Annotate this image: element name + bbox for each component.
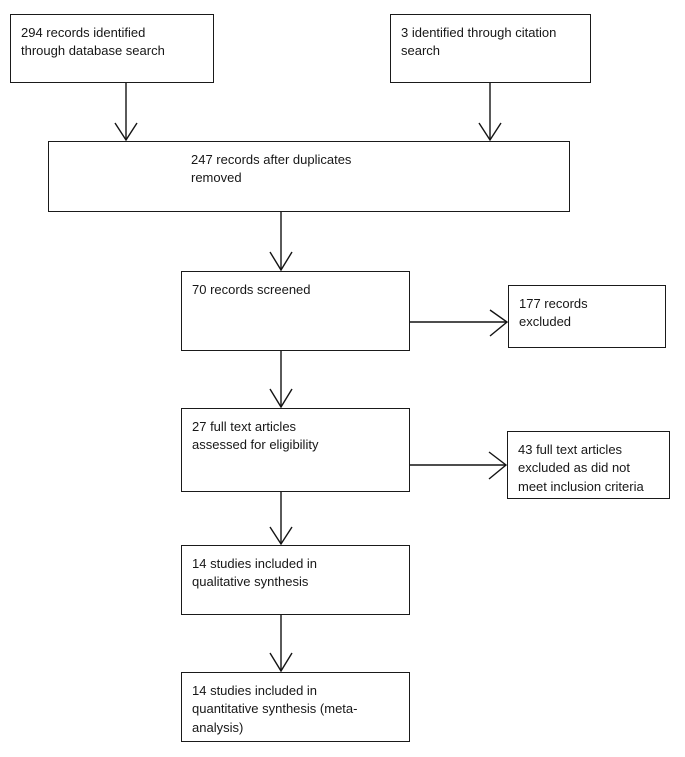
node-quantitative-synthesis: 14 studies included in quantitative synt… [181,672,410,742]
edge-qualitative-to-quantitative [269,615,293,673]
edge-database-to-duplicates [114,83,138,142]
node-full-text-assessed: 27 full text articles assessed for eligi… [181,408,410,492]
node-citation-search: 3 identified through citation search [390,14,591,83]
edge-screened-to-excluded [410,309,509,337]
edge-duplicates-to-screened [269,212,293,272]
edge-citation-to-duplicates [478,83,502,142]
edge-fulltext-to-qualitative [269,492,293,546]
node-records-screened: 70 records screened [181,271,410,351]
edge-fulltext-to-excluded [410,451,508,480]
node-qualitative-synthesis: 14 studies included in qualitative synth… [181,545,410,615]
node-database-search: 294 records identified through database … [10,14,214,83]
edge-screened-to-fulltext [269,351,293,409]
node-records-excluded: 177 records excluded [508,285,666,348]
node-full-text-excluded: 43 full text articles excluded as did no… [507,431,670,499]
node-duplicates-removed: 247 records after duplicates removed [48,141,570,212]
